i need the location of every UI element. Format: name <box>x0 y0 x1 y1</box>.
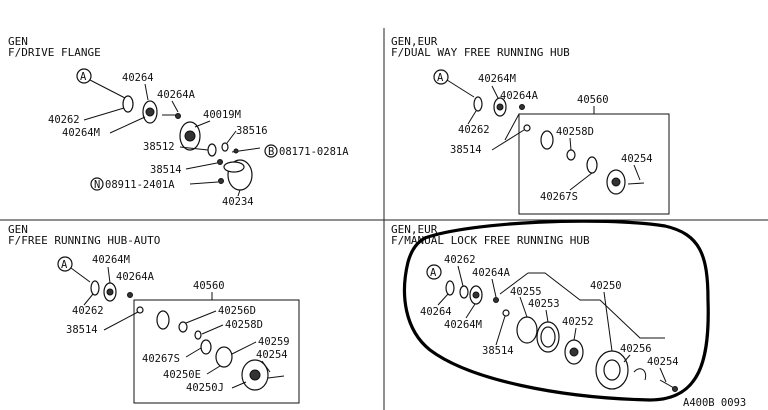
q3-label-40250J: 40250J <box>186 382 224 394</box>
q1-label-38516: 38516 <box>236 125 268 137</box>
q2-label-40262: 40262 <box>458 124 490 136</box>
q1-callout-a: A <box>80 71 87 83</box>
q4-header-code: GEN,EUR <box>391 223 438 236</box>
q1-label-40019M: 40019M <box>203 109 241 121</box>
n-prefix-circle <box>90 177 104 191</box>
q1-label-40264: 40264 <box>122 72 154 84</box>
q3-label-40256D: 40256D <box>218 305 256 317</box>
q1-prefix-b: B <box>268 146 274 158</box>
q2-label-40560: 40560 <box>577 94 609 106</box>
q4-label-40256: 40256 <box>620 343 652 355</box>
q3-label-40250E: 40250E <box>163 369 201 381</box>
q2-label-40264A: 40264A <box>500 90 539 102</box>
q3-label-40264M: 40264M <box>92 254 130 266</box>
assembly-box-40560 <box>133 299 300 404</box>
callout-a-circle <box>57 256 73 272</box>
highlight-loop <box>402 219 710 402</box>
q4-label-40264M: 40264M <box>444 319 482 331</box>
bolt-08171 <box>233 148 239 154</box>
q1-prefix-n: N <box>94 179 100 191</box>
quadrant-free-running-hub-auto: GEN F/FREE RUNNING HUB-AUTO A 40264M 402… <box>8 223 300 404</box>
ring-38512 <box>207 143 217 157</box>
q4-label-40255: 40255 <box>510 286 542 298</box>
q1-label-40234: 40234 <box>222 196 254 208</box>
q3-label-40254: 40254 <box>256 349 288 361</box>
q4-label-40252: 40252 <box>562 316 594 328</box>
q2-label-40258D: 40258D <box>556 126 594 138</box>
washer-40262 <box>122 95 134 113</box>
q4-label-40254: 40254 <box>647 356 679 368</box>
q3-label-40267S: 40267S <box>142 353 180 365</box>
q3-label-40259: 40259 <box>258 336 290 348</box>
q4-callout-a: A <box>430 267 437 279</box>
q3-label-38514: 38514 <box>66 324 98 336</box>
callout-a-circle <box>426 264 442 280</box>
q1-label-38512: 38512 <box>143 141 175 153</box>
q1-label-40264A: 40264A <box>157 89 196 101</box>
q2-header-title: F/DUAL WAY FREE RUNNING HUB <box>391 46 570 59</box>
q1-header-title: F/DRIVE FLANGE <box>8 46 101 59</box>
q1-label-08911-2401A: 08911-2401A <box>105 179 175 191</box>
washer-38516 <box>221 142 229 152</box>
q2-label-40254: 40254 <box>621 153 653 165</box>
quadrant-dual-way-hub: GEN,EUR F/DUAL WAY FREE RUNNING HUB A 40… <box>391 35 670 215</box>
q3-header-title: F/FREE RUNNING HUB-AUTO <box>8 234 160 247</box>
q1-label-08171-0281A: 08171-0281A <box>279 146 349 158</box>
snap-ring-38514 <box>217 159 223 165</box>
q3-label-40560: 40560 <box>193 280 225 292</box>
q4-label-40262: 40262 <box>444 254 476 266</box>
q4-label-40264: 40264 <box>420 306 452 318</box>
q3-header-code: GEN <box>8 223 28 236</box>
callout-a-circle <box>76 68 92 84</box>
q2-label-40267S: 40267S <box>540 191 578 203</box>
q3-callout-a: A <box>61 259 68 271</box>
q4-label-38514: 38514 <box>482 345 514 357</box>
q3-label-40262: 40262 <box>72 305 104 317</box>
quadrant-drive-flange: GEN F/DRIVE FLANGE A 40264 40264A 40262 … <box>8 35 349 208</box>
q2-label-40264M: 40264M <box>478 73 516 85</box>
q4-label-40264A: 40264A <box>472 267 511 279</box>
q3-label-40258D: 40258D <box>225 319 263 331</box>
b-prefix-circle <box>264 144 278 158</box>
q2-callout-a: A <box>437 72 444 84</box>
q4-label-40253: 40253 <box>528 298 560 310</box>
q1-label-38514: 38514 <box>150 164 182 176</box>
bolt-40264A <box>175 113 181 119</box>
diagram-code: A400B 0093 <box>683 397 746 409</box>
q4-label-40250: 40250 <box>590 280 622 292</box>
q1-label-40262: 40262 <box>48 114 80 126</box>
q2-header-code: GEN,EUR <box>391 35 438 48</box>
callout-a-circle <box>433 69 449 85</box>
q4-header-title: F/MANUAL LOCK FREE RUNNING HUB <box>391 234 590 247</box>
q1-header-code: GEN <box>8 35 28 48</box>
q3-label-40264A: 40264A <box>116 271 155 283</box>
nut-08911 <box>218 178 224 184</box>
q2-label-38514: 38514 <box>450 144 482 156</box>
q1-label-40264M: 40264M <box>62 127 100 139</box>
quadrant-manual-lock-hub: GEN,EUR F/MANUAL LOCK FREE RUNNING HUB A… <box>391 219 710 402</box>
